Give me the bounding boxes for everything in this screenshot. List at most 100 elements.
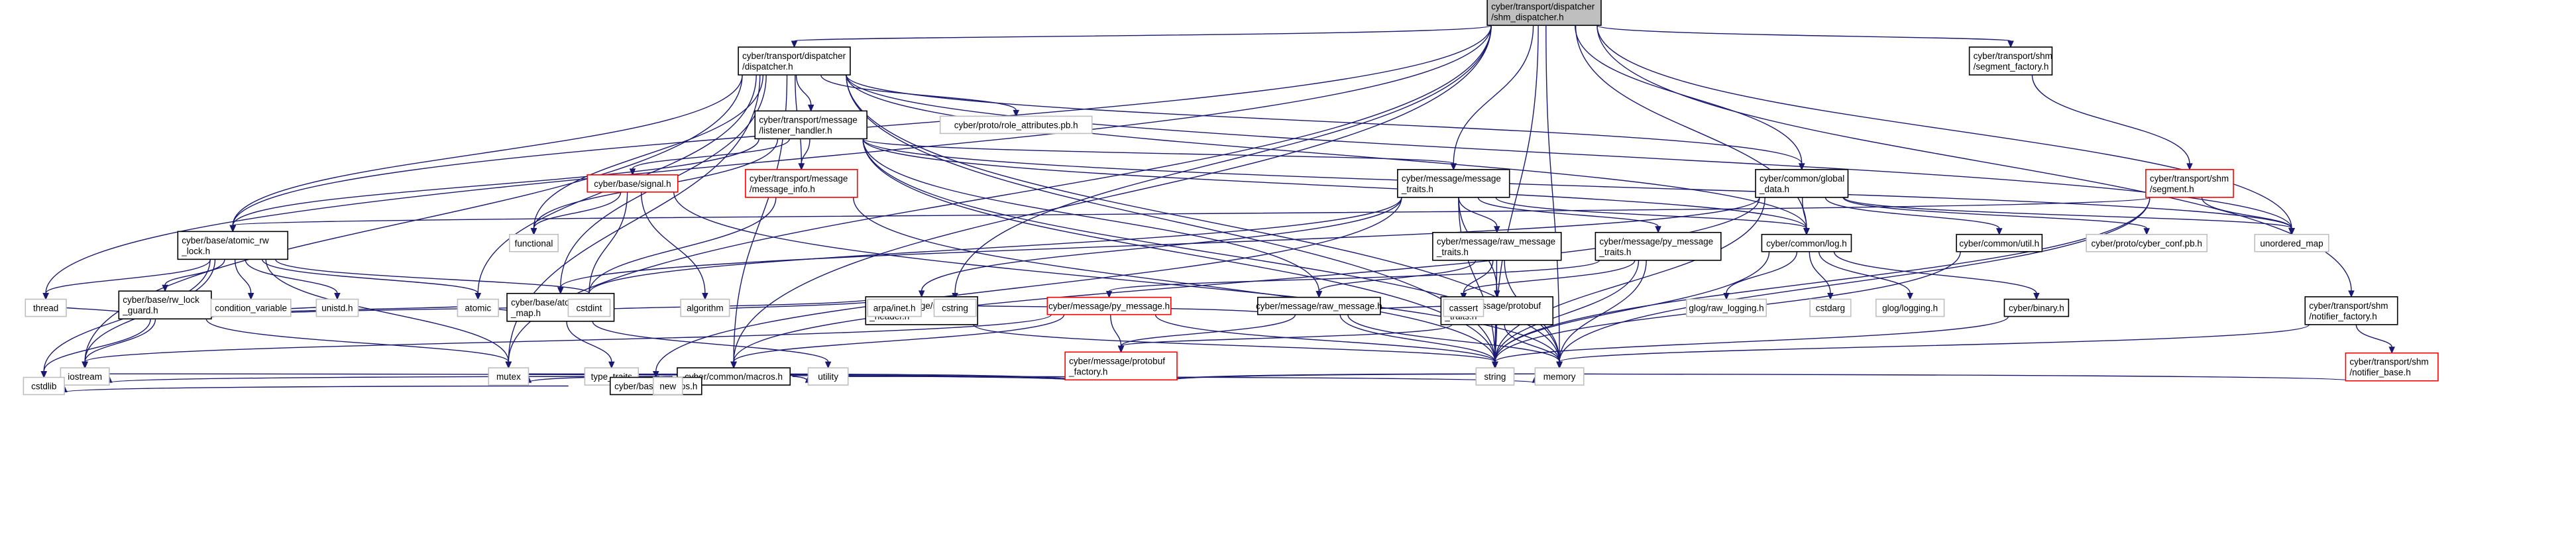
node-cstring[interactable]: cstring (933, 298, 977, 317)
node-py-message-traits[interactable]: cyber/message/py_message_traits.h (1595, 231, 1722, 261)
node-box (1397, 169, 1510, 198)
edge-message-traits-to-macros-base (652, 197, 1402, 378)
node-role-attributes[interactable]: cyber/proto/role_attributes.pb.h (939, 115, 1093, 135)
node-iostream[interactable]: iostream (60, 367, 110, 386)
node-label: cstring (942, 303, 968, 313)
node-cyber-conf[interactable]: cyber/proto/cyber_conf.pb.h (2086, 233, 2208, 252)
node-util[interactable]: cyber/common/util.h (1956, 233, 2043, 252)
node-listener-handler[interactable]: cyber/transport/message/listener_handler… (754, 110, 868, 140)
node-string[interactable]: string (1475, 367, 1515, 386)
edge-segment-factory-to-segment (2031, 75, 2193, 171)
node-message-traits[interactable]: cyber/message/message_traits.h (1397, 169, 1510, 198)
node-box (1475, 367, 1515, 386)
node-macros-common[interactable]: cyber/common/macros.h (677, 367, 791, 386)
node-memory[interactable]: memory (1534, 367, 1585, 386)
node-casset[interactable]: cassert (1443, 298, 1484, 317)
node-box (745, 169, 858, 198)
edge-segment-to-atomic-rw-lock (229, 197, 2151, 233)
node-unistd[interactable]: unistd.h (315, 298, 359, 317)
edge-global-data-to-util (1824, 197, 2003, 235)
node-algorithm[interactable]: algorithm (680, 298, 730, 317)
node-unordered-map[interactable]: unordered_map (2254, 233, 2329, 252)
node-mutex[interactable]: mutex (488, 367, 530, 386)
node-condition-variable[interactable]: condition_variable (210, 298, 292, 317)
node-box (867, 298, 922, 317)
node-label: atomic (465, 303, 491, 313)
node-raw-message[interactable]: cyber/message/raw_message.h (1256, 296, 1382, 315)
node-box (680, 298, 730, 317)
node-root[interactable]: cyber/transport/dispatcher/shm_dispatche… (1486, 0, 1602, 27)
node-signal[interactable]: cyber/base/signal.h (587, 174, 679, 193)
node-utility[interactable]: utility (807, 367, 849, 386)
node-box (210, 298, 292, 317)
node-box (457, 298, 499, 317)
node-label: _factory.h (1068, 366, 1107, 376)
node-segment-factory[interactable]: cyber/transport/shm/segment_factory.h (1968, 46, 2053, 76)
node-label: cyber/transport/dispatcher (1491, 1, 1595, 11)
node-message-info[interactable]: cyber/transport/message/message_info.h (745, 169, 858, 198)
edge-message-info-to-string (853, 197, 1498, 369)
edge-message-traits-to-string (1458, 197, 1498, 369)
node-new[interactable]: new (652, 376, 683, 396)
edge-log-to-cstdarg (1809, 251, 1834, 300)
node-label: _traits.h (1598, 247, 1631, 257)
node-atomic-rw-lock[interactable]: cyber/base/atomic_rw_lock.h (177, 231, 289, 260)
node-box (1443, 298, 1484, 317)
node-label: cyber/message/py_message.h (1048, 301, 1170, 311)
node-notifier-factory[interactable]: cyber/transport/shm/notifier_factory.h (2304, 296, 2398, 325)
node-functional[interactable]: functional (508, 233, 559, 252)
node-label: /dispatcher.h (742, 62, 793, 72)
node-rw-lock-guard[interactable]: cyber/base/rw_lock_guard.h (118, 290, 212, 320)
edge-root-to-segment-factory (1596, 25, 2014, 48)
edge-binary-to-string (1492, 316, 2009, 369)
node-box (1595, 231, 1722, 261)
node-cstdint[interactable]: cstdint (567, 298, 611, 317)
node-box (738, 46, 851, 76)
node-dispatcher[interactable]: cyber/transport/dispatcher/dispatcher.h (738, 46, 851, 76)
node-thread[interactable]: thread (25, 298, 67, 317)
edge-dispatcher-to-listener-handler (795, 75, 814, 112)
edge-atomic-rw-lock-to-unistd (245, 259, 341, 300)
edge-log-to-glog-raw-logging (1723, 251, 1798, 300)
node-raw-message-traits[interactable]: cyber/message/raw_message_traits.h (1432, 231, 1562, 261)
node-glog-raw-logging[interactable]: glog/raw_logging.h (1686, 298, 1767, 317)
edge-log-to-binary (1833, 251, 2040, 300)
edge-dispatcher-to-iostream (82, 75, 743, 369)
node-label: cyber/message/raw_message.h (1256, 301, 1382, 311)
node-cstdlib[interactable]: cstdlib (23, 376, 65, 396)
node-label: memory (1543, 372, 1576, 382)
node-glog-logging[interactable]: glog/logging.h (1875, 298, 1945, 317)
node-box (60, 367, 110, 386)
node-atomic[interactable]: atomic (457, 298, 499, 317)
node-label: mutex (496, 372, 521, 382)
edge-macros-base-to-cstdlib (61, 385, 569, 393)
edge-listener-handler-to-message-info (798, 138, 811, 171)
edge-global-data-to-log (1801, 197, 1810, 235)
node-layer: cyber/transport/dispatcher/shm_dispatche… (23, 0, 2439, 396)
node-label: cyber/base/atomic_rw (182, 235, 269, 245)
node-log[interactable]: cyber/common/log.h (1761, 233, 1852, 252)
node-label: unistd.h (321, 303, 353, 313)
node-py-message[interactable]: cyber/message/py_message.h (1046, 296, 1172, 315)
node-box (1534, 367, 1585, 386)
edge-listener-handler-to-message-traits (862, 138, 1457, 171)
node-box (2345, 352, 2439, 382)
node-box (2145, 169, 2234, 198)
node-notifier-base[interactable]: cyber/transport/shm/notifier_base.h (2345, 352, 2439, 382)
node-label: cyber/binary.h (2009, 303, 2064, 313)
node-binary[interactable]: cyber/binary.h (2003, 298, 2070, 317)
node-protobuf-factory[interactable]: cyber/message/protobuf_factory.h (1064, 351, 1178, 381)
node-box (1064, 351, 1178, 381)
node-box (1486, 0, 1602, 27)
node-cstdarg[interactable]: cstdarg (1809, 298, 1852, 317)
node-global-data[interactable]: cyber/common/global_data.h (1755, 169, 1849, 198)
edge-global-data-to-atomic-hash-map (557, 197, 1760, 295)
node-label: /notifier_base.h (2349, 368, 2410, 378)
edge-dispatcher-to-atomic-rw-lock (229, 75, 743, 233)
node-arpa-inet[interactable]: arpa/inet.h (867, 298, 922, 317)
node-box (1046, 296, 1172, 315)
node-box (315, 298, 359, 317)
node-segment[interactable]: cyber/transport/shm/segment.h (2145, 169, 2234, 198)
node-label: cyber/proto/cyber_conf.pb.h (2091, 239, 2202, 248)
